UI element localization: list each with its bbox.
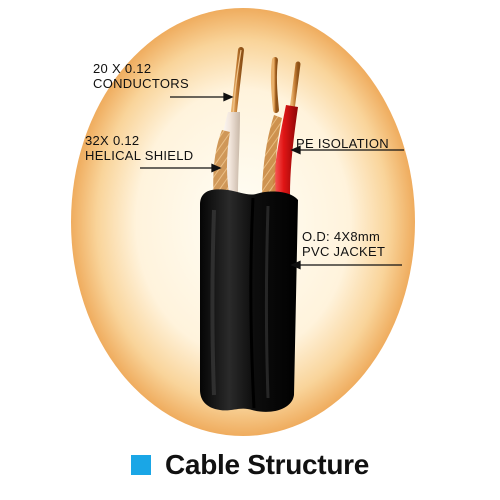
- caption-square-icon: [131, 455, 151, 475]
- caption-title: Cable Structure: [165, 449, 369, 480]
- label-pe-isolation: PE ISOLATION: [296, 136, 389, 151]
- label-jacket-spec: O.D: 4X8mm: [302, 229, 381, 244]
- label-conductors: 20 X 0.12 CONDUCTORS: [93, 61, 189, 91]
- label-pvc-jacket: O.D: 4X8mm PVC JACKET: [302, 229, 385, 259]
- cable-illustration: [71, 8, 415, 436]
- helical-shield-right: [262, 115, 282, 198]
- pe-isolation-red: [272, 105, 298, 195]
- label-jacket-name: PVC JACKET: [302, 244, 386, 259]
- label-conductors-name: CONDUCTORS: [93, 76, 189, 91]
- label-shield-name: HELICAL SHIELD: [85, 148, 194, 163]
- label-conductors-spec: 20 X 0.12: [93, 61, 152, 76]
- pvc-jacket: [200, 189, 298, 412]
- helical-shield-left: [213, 130, 230, 200]
- leader-lines: [140, 92, 404, 270]
- caption: Cable Structure: [0, 445, 500, 485]
- label-helical-shield: 32X 0.12 HELICAL SHIELD: [85, 133, 193, 163]
- label-shield-spec: 32X 0.12: [85, 133, 140, 148]
- label-isolation-name: PE ISOLATION: [296, 136, 389, 151]
